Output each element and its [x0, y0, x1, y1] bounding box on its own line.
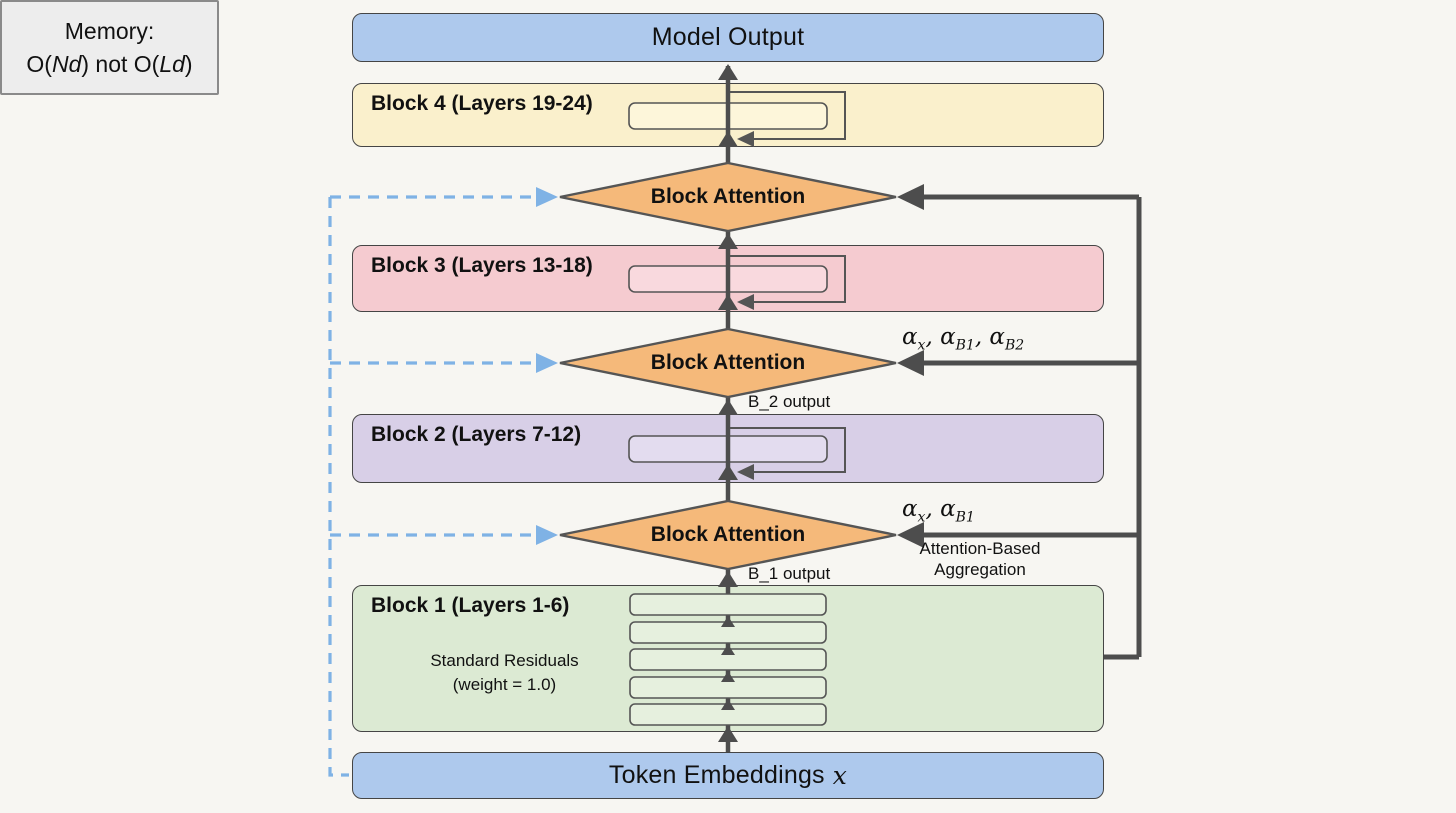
aggregation-arrowhead-attention2	[897, 350, 924, 376]
arrowhead-into-model-output	[718, 64, 738, 80]
block-attention2-label: Block Attention	[650, 351, 806, 374]
dashed-arrowhead-attention2	[536, 353, 558, 373]
block-attention3-label: Block Attention	[650, 523, 806, 546]
b1-output-label: B_1 output	[748, 564, 831, 583]
model-output-label: Model Output	[651, 23, 805, 51]
block1-label: Block 1 (Layers 1-6)	[371, 594, 570, 617]
token-x-symbol: x	[832, 761, 848, 790]
dashed-arrowhead-attention3	[536, 525, 558, 545]
block4-label: Block 4 (Layers 19-24)	[371, 92, 593, 115]
block3-label: Block 3 (Layers 13-18)	[371, 254, 593, 277]
aggregation-arrowhead-attention1	[897, 184, 924, 210]
residual-note-line2: (weight = 1.0)	[452, 674, 557, 694]
dashed-token-trunk-wire	[328, 197, 349, 777]
arrowhead-into-attention2	[718, 399, 738, 415]
memory-title: Memory:	[64, 18, 155, 45]
memory-formula: O(Nd) not O(Ld)	[26, 50, 193, 77]
residual-note-line1: Standard Residuals	[430, 651, 579, 670]
aggregation-note-line2: Aggregation	[934, 560, 1026, 580]
attention-aggregation-note: Attention-Based Aggregation	[905, 538, 1055, 581]
attention2-weights-label: αx, αB1, αB2	[902, 324, 1025, 354]
block-attention1-label: Block Attention	[650, 185, 806, 208]
aggregation-note-line1: Attention-Based	[919, 539, 1041, 558]
block2-node: Block 2 (Layers 7-12)	[352, 414, 1104, 483]
dashed-arrowhead-attention1	[536, 187, 558, 207]
memory-complexity-box: Memory: O(Nd) not O(Ld)	[0, 0, 219, 95]
b2-output-label: B_2 output	[748, 392, 831, 411]
attention3-weights-label: αx, αB1	[902, 496, 975, 526]
block3-node: Block 3 (Layers 13-18)	[352, 245, 1104, 312]
token-embeddings-node: Token Embeddings x	[352, 752, 1104, 799]
block2-label: Block 2 (Layers 7-12)	[371, 423, 582, 446]
model-output-node: Model Output	[352, 13, 1104, 62]
block4-node: Block 4 (Layers 19-24)	[352, 83, 1104, 147]
block1-residual-note: Standard Residuals (weight = 1.0)	[382, 649, 627, 697]
token-embeddings-label: Token Embeddings	[608, 761, 825, 789]
